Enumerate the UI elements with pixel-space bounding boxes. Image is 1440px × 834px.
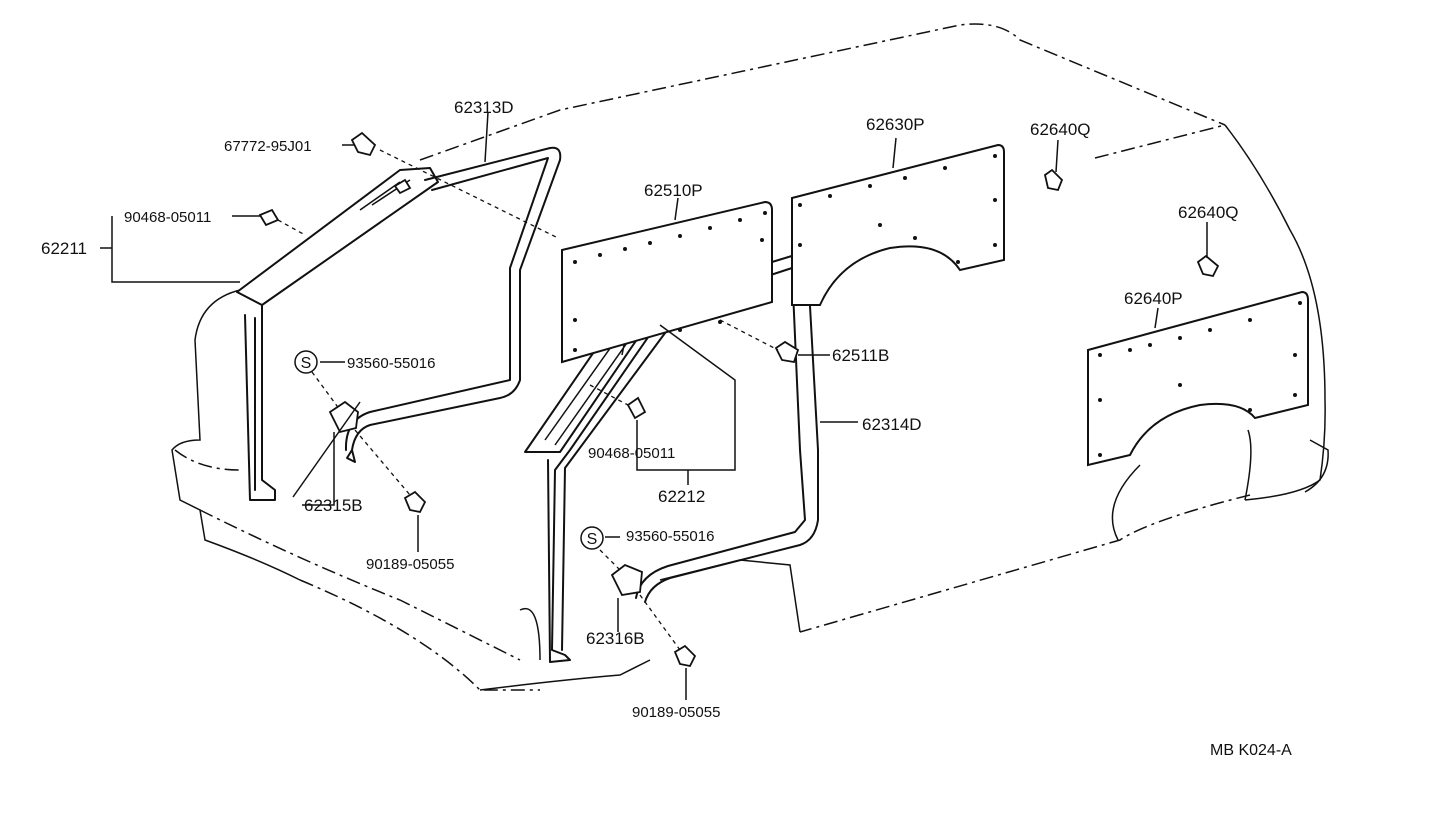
label-62212: 62212: [658, 487, 705, 506]
vehicle-body-outline: [171, 23, 1329, 691]
label-62316B: 62316B: [586, 629, 645, 648]
striker-62315B: [328, 400, 359, 434]
clip-90189-b: [673, 644, 697, 668]
label-62314D: 62314D: [862, 415, 922, 434]
label-67772-95J01: 67772-95J01: [224, 138, 312, 155]
symbol-s-1: S: [294, 350, 318, 374]
striker-62316B: [610, 563, 643, 596]
label-62313D: 62313D: [454, 98, 514, 117]
label-93560-55016-a: 93560-55016: [347, 355, 435, 372]
clip-90189-a: [403, 490, 427, 514]
label-62511B: 62511B: [832, 346, 889, 365]
panel-62510P: [561, 200, 773, 364]
pillar-garnish-62211: [236, 167, 439, 501]
diagram-code: MB K024-A: [1210, 742, 1292, 759]
svg-text:S: S: [587, 531, 598, 548]
label-90468-05011-b: 90468-05011: [588, 445, 675, 462]
label-90189-05055-b: 90189-05055: [632, 704, 720, 721]
label-62510P: 62510P: [644, 181, 703, 200]
panel-62640P: [1087, 290, 1309, 467]
label-62640Q-a: 62640Q: [1030, 120, 1091, 139]
clip-62640Q-b: [1196, 254, 1220, 278]
label-62211: 62211: [41, 239, 87, 258]
clip-62511B: [774, 340, 800, 364]
label-62630P: 62630P: [866, 115, 925, 134]
label-90468-05011-a: 90468-05011: [124, 209, 211, 226]
clip-90468-a: [258, 208, 280, 227]
label-62640P: 62640P: [1124, 289, 1183, 308]
svg-text:S: S: [301, 355, 312, 372]
label-62640Q-b: 62640Q: [1178, 203, 1239, 222]
label-90189-05055-a: 90189-05055: [366, 556, 454, 573]
leader-lines: [100, 111, 1208, 700]
label-62315B: 62315B: [304, 496, 363, 515]
clip-67772: [350, 131, 377, 157]
clip-90468-b: [626, 396, 647, 420]
symbol-s-2: S: [580, 526, 604, 550]
label-93560-55016-b: 93560-55016: [626, 528, 714, 545]
clip-62640Q-a: [1043, 168, 1064, 192]
weatherstrip-62313D: [344, 146, 562, 463]
install-lines: [277, 149, 779, 651]
panel-62630P: [791, 143, 1005, 306]
